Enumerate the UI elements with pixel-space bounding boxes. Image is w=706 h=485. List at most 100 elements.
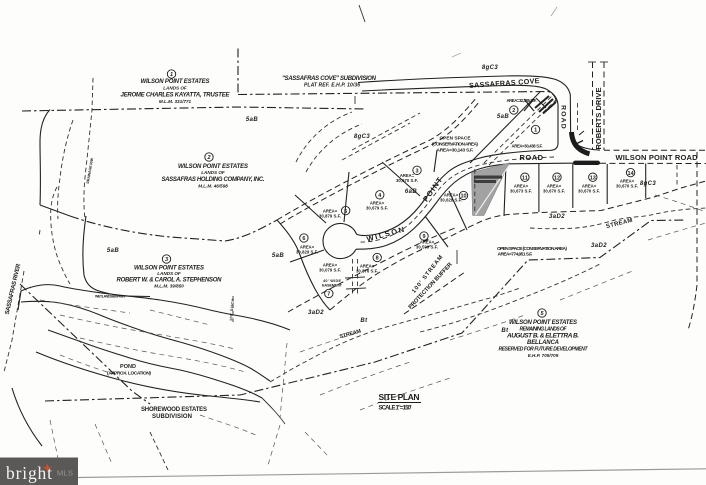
svg-text:2: 2 — [512, 108, 515, 114]
svg-text:3aD2: 3aD2 — [591, 243, 607, 249]
svg-text:30,879 S.F.: 30,879 S.F. — [319, 214, 341, 219]
svg-text:ROAD: ROAD — [560, 105, 567, 130]
svg-text:LANDS OF: LANDS OF — [157, 271, 181, 276]
svg-text:3aD2: 3aD2 — [308, 310, 324, 316]
svg-text:6: 6 — [302, 236, 305, 242]
svg-text:Bt: Bt — [360, 318, 368, 324]
svg-text:AREA=: AREA= — [444, 193, 459, 198]
svg-text:SCALE 1"=150': SCALE 1"=150' — [379, 406, 413, 412]
svg-text:POND: POND — [120, 364, 136, 370]
svg-text:EASEMENT: EASEMENT — [322, 284, 343, 288]
svg-text:AREA=: AREA= — [370, 201, 385, 206]
svg-text:AREA=: AREA= — [323, 209, 338, 214]
svg-text:AREA=: AREA= — [547, 184, 562, 189]
svg-text:AREA=: AREA= — [620, 179, 635, 184]
svg-text:10: 10 — [460, 194, 466, 200]
svg-text:30,670 S.F.: 30,670 S.F. — [616, 184, 638, 189]
svg-text:5aB: 5aB — [246, 117, 258, 123]
svg-text:M.L.M. 46/598: M.L.M. 46/598 — [198, 184, 228, 189]
svg-text:8gC3: 8gC3 — [482, 65, 499, 71]
svg-text:OPEN SPACE (CONSERVATION AREA): OPEN SPACE (CONSERVATION AREA) — [497, 246, 567, 252]
svg-text:RESERVED FOR FUTURE DEVELOPMEN: RESERVED FOR FUTURE DEVELOPMENT — [499, 347, 589, 353]
svg-text:13: 13 — [590, 175, 596, 181]
svg-text:AREA=32,385 S.F.: AREA=32,385 S.F. — [507, 98, 537, 103]
svg-text:1: 1 — [170, 72, 173, 78]
svg-text:AREA=: AREA= — [514, 184, 529, 189]
svg-text:M.L.M. 39/850: M.L.M. 39/850 — [154, 284, 184, 289]
svg-text:AREA=30,438 S.F.: AREA=30,438 S.F. — [512, 144, 543, 149]
svg-text:WILSON POINT ESTATES: WILSON POINT ESTATES — [178, 164, 248, 170]
svg-text:5: 5 — [344, 209, 347, 215]
svg-text:11: 11 — [522, 175, 528, 181]
svg-text:WILSON POINT ESTATES: WILSON POINT ESTATES — [141, 79, 210, 85]
svg-text:3aD2: 3aD2 — [549, 214, 565, 220]
svg-text:REMAINING LANDS OF: REMAINING LANDS OF — [520, 327, 568, 333]
svg-text:OPEN SPACE: OPEN SPACE — [439, 136, 471, 142]
svg-text:30,829 S.F.: 30,829 S.F. — [296, 250, 318, 255]
svg-text:8gC3: 8gC3 — [354, 134, 371, 140]
svg-text:(CONSERVATION AREA): (CONSERVATION AREA) — [432, 142, 478, 148]
svg-text:AUGUST B. & ELETTRA B.: AUGUST B. & ELETTRA B. — [506, 333, 579, 340]
svg-text:WILSON POINT ROAD: WILSON POINT ROAD — [616, 153, 699, 162]
svg-text:6aB: 6aB — [405, 189, 417, 195]
svg-text:bright: bright — [6, 463, 52, 483]
svg-text:30,670 S.F.: 30,670 S.F. — [396, 178, 418, 183]
svg-text:LANDS OF: LANDS OF — [163, 86, 187, 91]
svg-text:AREA=: AREA= — [300, 245, 315, 250]
svg-text:30,679 S.F.: 30,679 S.F. — [366, 206, 388, 211]
svg-text:8gC3: 8gC3 — [640, 181, 657, 187]
svg-text:WETLANDS/BUFFER: WETLANDS/BUFFER — [95, 295, 125, 299]
svg-text:STREAM: STREAM — [339, 328, 362, 340]
svg-text:"SASSAFRAS COVE" SUBDIVISION: "SASSAFRAS COVE" SUBDIVISION — [282, 76, 377, 82]
svg-text:LANDS OF: LANDS OF — [201, 170, 225, 175]
svg-text:3: 3 — [415, 169, 418, 175]
svg-text:30,079 S.F.: 30,079 S.F. — [319, 268, 341, 273]
svg-text:8: 8 — [376, 256, 379, 262]
svg-text:5aB: 5aB — [107, 248, 119, 254]
svg-text:SASSAFRAS HOLDING COMPANY, INC: SASSAFRAS HOLDING COMPANY, INC. — [162, 177, 265, 183]
svg-text:SITE PLAN: SITE PLAN — [379, 392, 421, 402]
svg-text:AREA=: AREA= — [323, 263, 338, 268]
svg-text:AREA=774,951 S.F.: AREA=774,951 S.F. — [498, 252, 533, 258]
svg-text:2: 2 — [206, 155, 210, 161]
svg-text:WILSON POINT ESTATES: WILSON POINT ESTATES — [509, 320, 577, 326]
svg-text:MLS: MLS — [57, 469, 74, 478]
svg-text:30,670 S.F.: 30,670 S.F. — [578, 189, 600, 194]
svg-text:30,599 S.F.: 30,599 S.F. — [416, 245, 438, 250]
svg-text:WILSON POINT ESTATES: WILSON POINT ESTATES — [134, 266, 204, 272]
svg-text:E.H.P. 709/709: E.H.P. 709/709 — [528, 353, 559, 358]
svg-text:30,673 S.F.: 30,673 S.F. — [510, 189, 532, 194]
svg-text:DRAINAGE R/W: DRAINAGE R/W — [86, 157, 95, 184]
svg-text:ROBERT W. & CAROL A. STEPHENSO: ROBERT W. & CAROL A. STEPHENSON — [117, 278, 223, 284]
svg-text:9: 9 — [422, 234, 425, 240]
svg-text:BELLANCA: BELLANCA — [527, 340, 559, 346]
svg-text:30,628 S.F.: 30,628 S.F. — [440, 198, 462, 203]
svg-text:JEROME CHARLES KAYATTA, TRUSTE: JEROME CHARLES KAYATTA, TRUSTEE — [121, 93, 231, 99]
svg-text:100' DITCH: 100' DITCH — [229, 298, 235, 321]
svg-text:PLAT REF. E.H.P. 10/36: PLAT REF. E.H.P. 10/36 — [304, 83, 360, 89]
svg-text:4: 4 — [378, 193, 382, 199]
svg-text:SUBDIVISION: SUBDIVISION — [152, 414, 192, 420]
svg-text:(APPROX. LOCATION): (APPROX. LOCATION) — [107, 371, 151, 377]
svg-text:7: 7 — [327, 292, 330, 298]
svg-text:AREA=30,143 S.F.: AREA=30,143 S.F. — [437, 148, 474, 154]
svg-text:M.L.M. 331/771: M.L.M. 331/771 — [159, 99, 192, 104]
svg-text:30,876 S.F.: 30,876 S.F. — [356, 269, 378, 274]
svg-text:5: 5 — [540, 311, 544, 317]
svg-text:30,670 S.F.: 30,670 S.F. — [543, 189, 565, 194]
svg-text:AREA=: AREA= — [420, 240, 435, 245]
svg-text:5aB: 5aB — [497, 114, 509, 120]
svg-text:40' WIDE: 40' WIDE — [323, 279, 341, 283]
svg-text:ROBERTS DRIVE: ROBERTS DRIVE — [594, 87, 603, 150]
svg-text:AREA=: AREA= — [582, 184, 597, 189]
svg-text:12: 12 — [554, 175, 560, 181]
svg-text:ROAD: ROAD — [519, 153, 543, 162]
svg-text:Bt: Bt — [501, 328, 509, 334]
svg-text:AREA=: AREA= — [360, 264, 375, 269]
svg-text:SHOREWOOD ESTATES: SHOREWOOD ESTATES — [141, 407, 207, 413]
svg-text:5aB: 5aB — [272, 253, 284, 259]
svg-text:1: 1 — [534, 128, 537, 134]
svg-text:14: 14 — [628, 171, 635, 177]
svg-text:3: 3 — [165, 257, 168, 263]
svg-text:AREA=: AREA= — [400, 173, 415, 178]
